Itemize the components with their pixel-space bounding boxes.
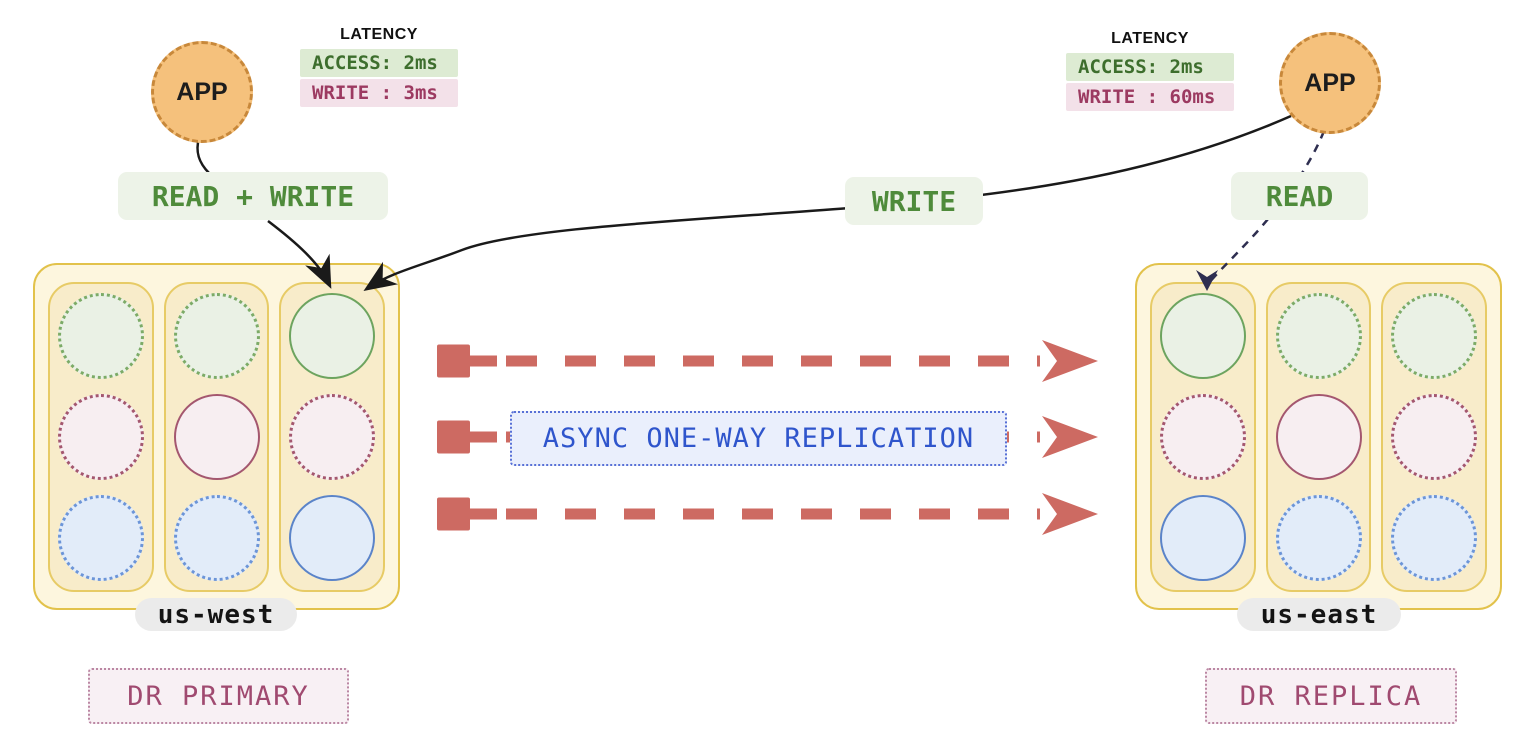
latency-access-row: ACCESS: 2ms xyxy=(1066,53,1234,81)
replication-arrow-bottom xyxy=(437,493,1098,535)
blue-pod-dotted xyxy=(1275,495,1362,581)
cluster-node xyxy=(1381,282,1488,592)
green-pod-dotted xyxy=(1275,293,1362,379)
cluster-name-us-west: us-west xyxy=(135,598,297,631)
write-path-arrow xyxy=(363,114,1292,292)
cluster-us-west xyxy=(33,263,400,610)
green-pod-solid xyxy=(1159,293,1246,379)
app-label: APP xyxy=(1304,68,1356,97)
cluster-node xyxy=(48,282,154,592)
green-pod-dotted xyxy=(1391,293,1478,379)
read-write-label: READ + WRITE xyxy=(118,172,388,220)
app-node-right: APP xyxy=(1279,32,1381,134)
latency-panel-left: LATENCY ACCESS: 2ms WRITE : 3ms xyxy=(300,26,458,107)
latency-panel-right: LATENCY ACCESS: 2ms WRITE : 60ms xyxy=(1066,30,1234,111)
latency-title: LATENCY xyxy=(1111,30,1189,47)
read-label: READ xyxy=(1231,172,1368,220)
latency-write-row: WRITE : 60ms xyxy=(1066,83,1234,111)
write-label: WRITE xyxy=(845,177,983,225)
async-replication-label: ASYNC ONE-WAY REPLICATION xyxy=(510,411,1007,466)
blue-pod-dotted xyxy=(57,495,144,581)
dr-primary-label: DR PRIMARY xyxy=(88,668,349,724)
blue-pod-solid xyxy=(1159,495,1246,581)
pink-pod-dotted xyxy=(57,394,144,480)
cluster-us-east xyxy=(1135,263,1502,610)
cluster-nodes xyxy=(48,282,386,592)
cluster-node xyxy=(1150,282,1256,592)
cluster-node xyxy=(279,282,386,592)
latency-write-row: WRITE : 3ms xyxy=(300,79,458,107)
pink-pod-dotted xyxy=(1391,394,1478,480)
green-pod-solid xyxy=(289,293,376,379)
cluster-name-us-east: us-east xyxy=(1237,598,1401,631)
app-to-readwrite-line xyxy=(196,137,210,174)
cluster-nodes xyxy=(1150,282,1488,592)
pink-pod-solid xyxy=(173,394,260,480)
pink-pod-solid xyxy=(1275,394,1362,480)
green-pod-dotted xyxy=(57,293,144,379)
pink-pod-dotted xyxy=(289,394,376,480)
latency-title: LATENCY xyxy=(340,26,418,43)
cluster-node xyxy=(1265,282,1372,592)
green-pod-dotted xyxy=(173,293,260,379)
blue-pod-dotted xyxy=(173,495,260,581)
app-node-left: APP xyxy=(151,41,253,143)
app-label: APP xyxy=(176,77,228,106)
replication-arrow-top xyxy=(437,340,1098,382)
pink-pod-dotted xyxy=(1159,394,1246,480)
latency-access-row: ACCESS: 2ms xyxy=(300,49,458,77)
blue-pod-solid xyxy=(289,495,376,581)
blue-pod-dotted xyxy=(1391,495,1478,581)
cluster-node xyxy=(163,282,270,592)
dr-replica-label: DR REPLICA xyxy=(1205,668,1457,724)
